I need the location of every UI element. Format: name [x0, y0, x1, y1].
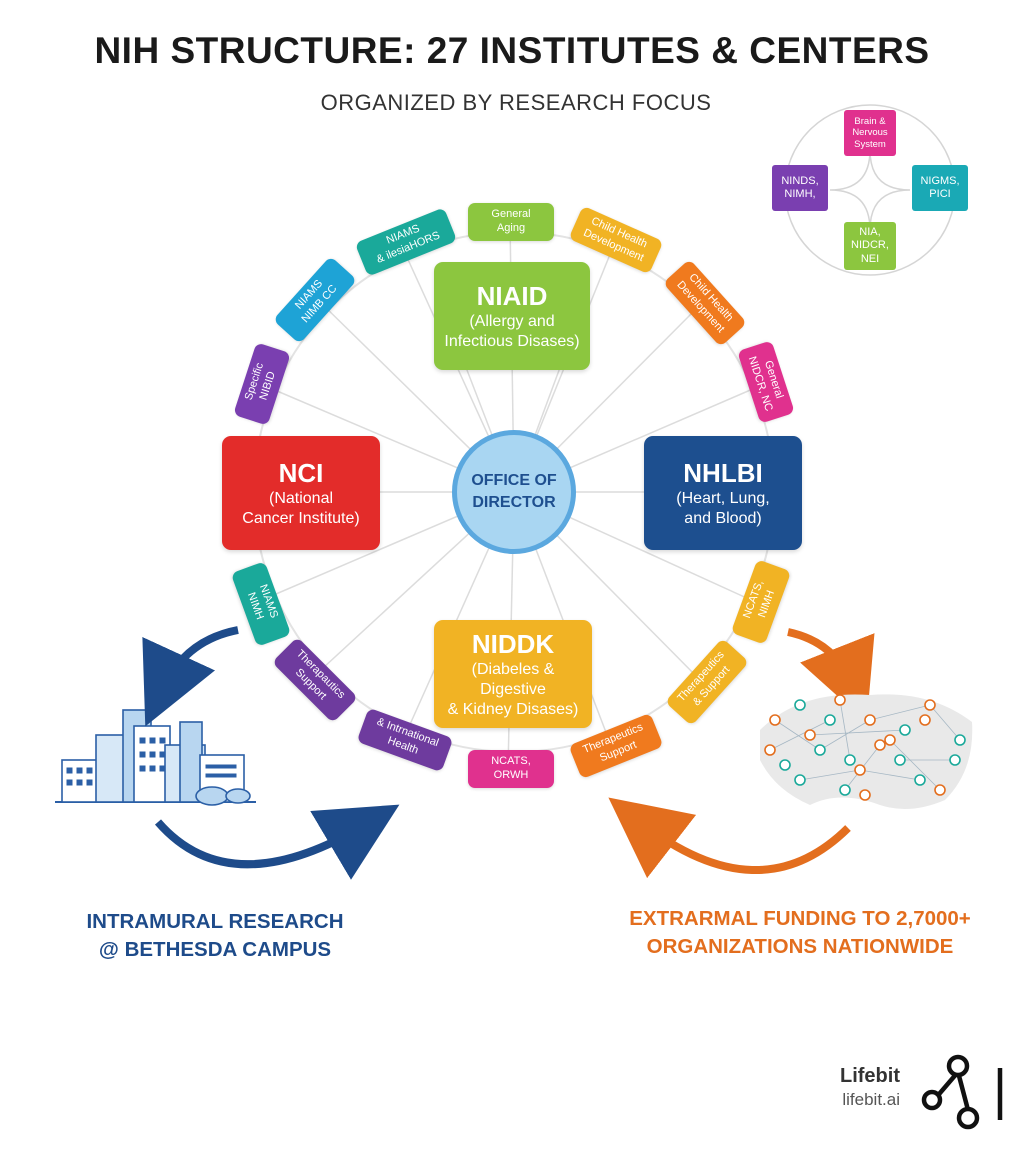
intramural-arrow-bottom	[154, 804, 400, 880]
legend-brain-nervous: Brain & Nervous System	[844, 110, 896, 156]
page-title: NIH STRUCTURE: 27 INSTITUTES & CENTERS	[94, 30, 930, 71]
extramural-caption: EXTRARMAL FUNDING TO 2,7000+ ORGANIZATIO…	[590, 905, 1010, 960]
extramural-arrow-top	[787, 628, 875, 723]
legend-label-line1: Brain &	[854, 115, 886, 127]
intramural-line2: @ BETHESDA CAMPUS	[98, 937, 332, 961]
institute-fullname-line1: (National	[268, 490, 334, 508]
institute-abbr: NIDDK	[471, 628, 555, 659]
legend-label-line2: Nervous	[852, 127, 888, 139]
institute-fullname-line2: Cancer Institute)	[242, 510, 360, 528]
office-of-director-hub[interactable]: OFFICE OF DIRECTOR	[452, 430, 576, 554]
institute-abbr: NHLBI	[683, 457, 763, 488]
institute-fullname-line2: & Kidney Disases)	[447, 701, 579, 719]
legend-label-line2: PICI	[929, 188, 951, 200]
intramural-caption: INTRAMURAL RESEARCH @ BETHESDA CAMPUS	[40, 908, 390, 963]
intramural-line1: INTRAMURAL RESEARCH	[86, 910, 344, 933]
center-box-general-aging[interactable]: General Aging	[468, 203, 554, 241]
center-label-line2: Aging	[496, 222, 526, 234]
brand-url[interactable]: lifebit.ai	[842, 1090, 900, 1109]
institute-fullname-line1: (Allergy and	[469, 313, 555, 331]
legend-label-line3: NEI	[860, 252, 880, 265]
extramural-line1: EXTRARMAL FUNDING TO 2,7000+	[629, 907, 971, 930]
institute-fullname-line2: Infectious Disases)	[444, 333, 580, 351]
institute-abbr: NCI	[278, 457, 324, 488]
institute-fullname-line1: (Heart, Lung,	[676, 490, 770, 508]
institute-fullname-line2: and Blood)	[684, 510, 762, 528]
intramural-arrow-top	[142, 626, 239, 727]
extramural-arrow-bottom	[608, 797, 851, 879]
hub-line2: DIRECTOR	[472, 494, 556, 511]
center-label-line1: General	[491, 208, 531, 221]
hub-line1: OFFICE OF	[471, 471, 557, 489]
center-label-line1: NCATS,	[491, 755, 531, 768]
legend-label-line1: NIGMS,	[920, 174, 960, 187]
institute-abbr: NIAID	[476, 280, 548, 311]
institute-box-nci[interactable]: NCI (National Cancer Institute)	[222, 436, 380, 550]
nationwide-network-map	[760, 694, 973, 809]
page-subtitle: ORGANIZED BY RESEARCH FOCUS	[320, 90, 712, 115]
institute-box-niaid[interactable]: NIAID (Allergy and Infectious Disases)	[434, 262, 590, 370]
institute-fullname-line1: (Diabeles & Digestive	[471, 661, 555, 699]
institute-box-niddk[interactable]: NIDDK (Diabeles & Digestive & Kidney Dis…	[434, 620, 592, 728]
brand-name: Lifebit	[840, 1065, 900, 1087]
legend-label-line2: NIDCR,	[851, 239, 889, 252]
extramural-line2: ORGANIZATIONS NATIONWIDE	[646, 934, 954, 958]
legend-nia-nidcr-nei: NIA, NIDCR, NEI	[844, 222, 896, 270]
legend-nigms-pici: NIGMS, PICI	[912, 165, 968, 211]
center-box-ncats-orwh[interactable]: NCATS, ORWH	[468, 750, 554, 788]
institute-box-nhlbi[interactable]: NHLBI (Heart, Lung, and Blood)	[644, 436, 802, 550]
lifebit-logo	[921, 1054, 1003, 1130]
bethesda-campus-illustration	[55, 709, 256, 806]
legend-label-line1: NIA,	[859, 226, 881, 239]
legend-label-line2: NIMH,	[784, 188, 816, 200]
center-label-line2: ORWH	[493, 769, 529, 781]
legend-label-line1: NINDS,	[781, 174, 819, 187]
legend-ninds-nimh: NINDS, NIMH,	[772, 165, 828, 211]
legend-label-line3: System	[854, 138, 886, 150]
